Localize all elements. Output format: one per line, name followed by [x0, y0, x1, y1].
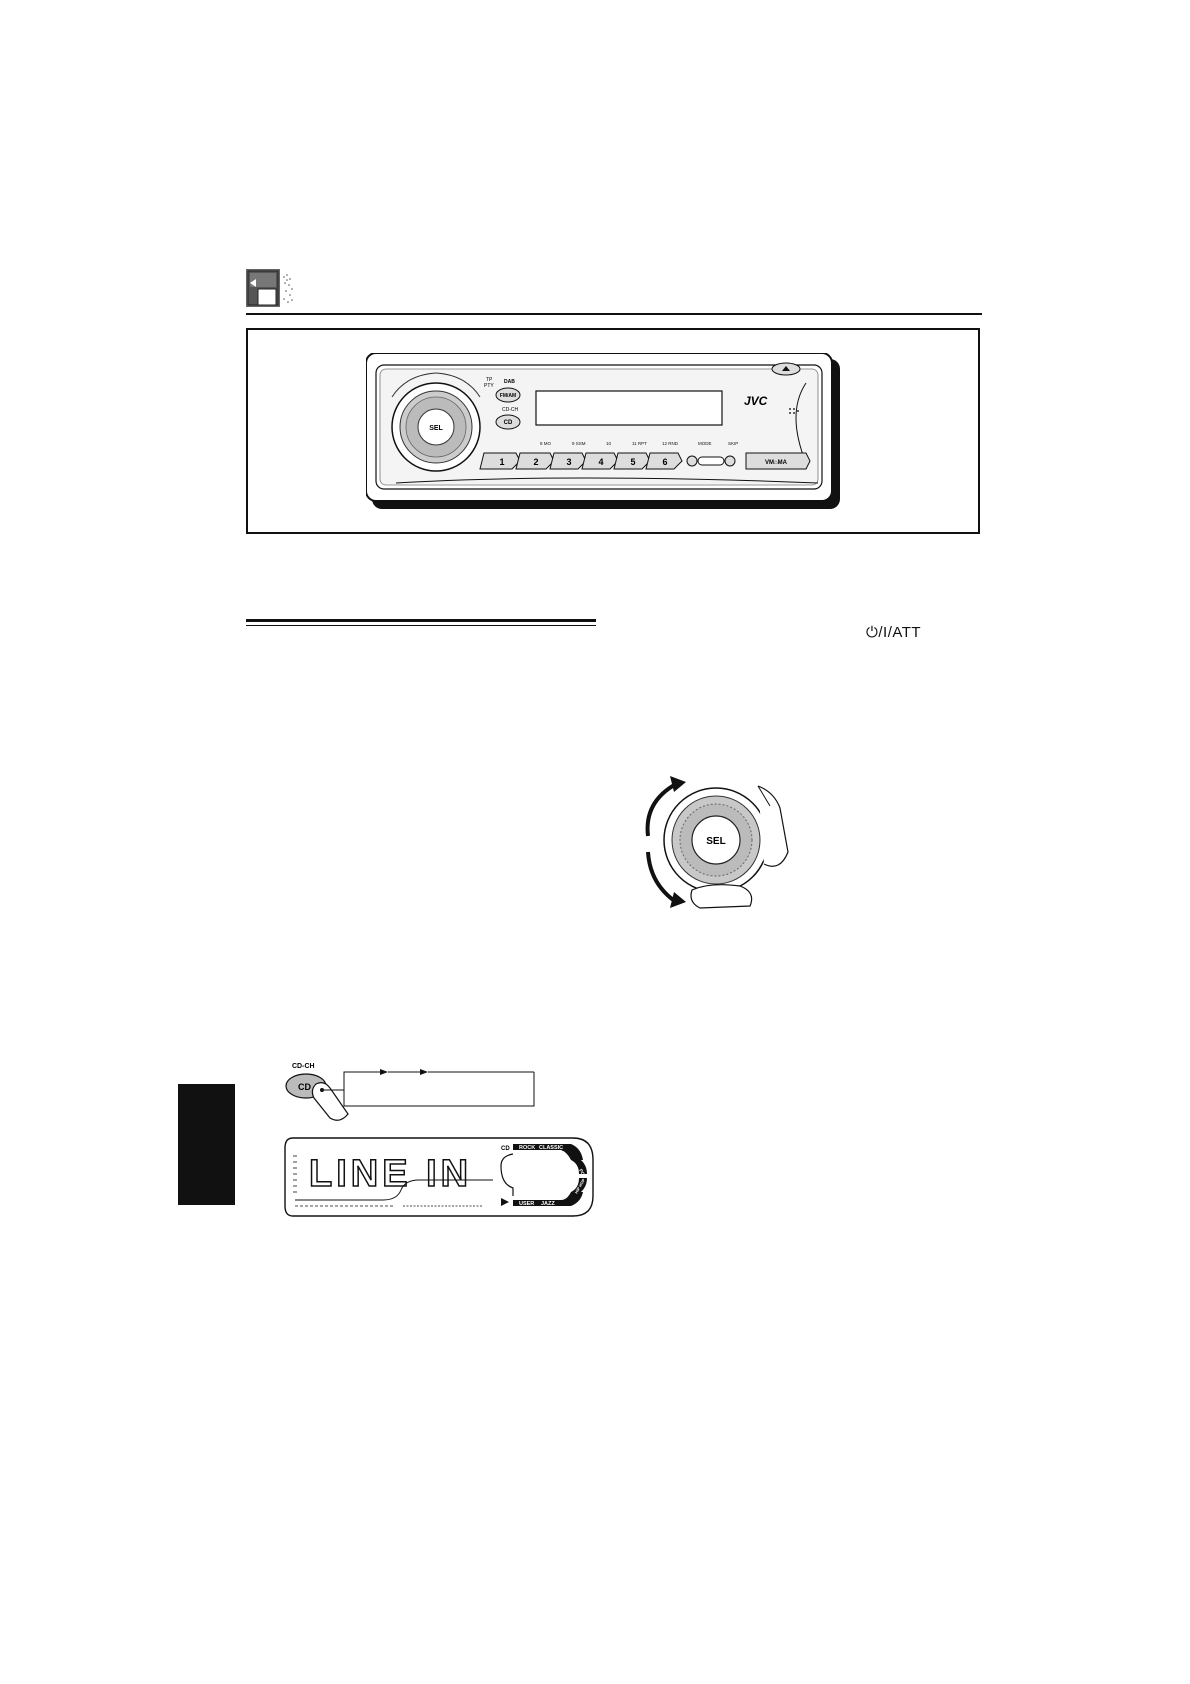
- control-dial-illustration: SEL: [645, 776, 789, 909]
- preset-3[interactable]: 3: [566, 457, 571, 467]
- cd-diagram-button-label: CD: [298, 1082, 311, 1092]
- preset-4[interactable]: 4: [598, 457, 603, 467]
- fm-am-button[interactable]: FM/AM: [500, 393, 516, 399]
- section-rule: [246, 619, 596, 622]
- caption-12: 12 RND: [662, 441, 679, 446]
- preset-6[interactable]: 6: [662, 457, 667, 467]
- label-cd-ch: CD-CH: [502, 407, 518, 413]
- cd-button-diagram: CD-CH CD: [285, 1063, 535, 1121]
- lcd-mode-classic: CLASSIC: [539, 1145, 563, 1151]
- label-dab: DAB: [504, 379, 515, 385]
- lcd-mode-pops: POPS: [578, 1168, 589, 1181]
- cd-button[interactable]: CD: [504, 420, 513, 426]
- lcd-cd-indicator: CD: [501, 1146, 510, 1152]
- brand-logo: JVC: [744, 394, 768, 408]
- label-pty: PTY: [484, 383, 494, 389]
- dial-sel-label: SEL: [706, 836, 725, 847]
- caption-11: 11 RPT: [632, 441, 647, 446]
- power-att-label: ⏻/I/ATT: [866, 624, 922, 641]
- lcd-mode-rock: ROCK: [519, 1145, 535, 1151]
- faceplate-illustration: SEL TP PTY DAB FM/AM CD-CH CD JVC 8 MO 9…: [366, 353, 840, 509]
- caption-10: 10: [606, 441, 612, 446]
- lcd-main-text: LINE IN: [309, 1153, 472, 1195]
- power-icon: ⏻: [866, 624, 879, 641]
- sound-button[interactable]: VM⌂MA: [765, 460, 788, 466]
- preset-5[interactable]: 5: [630, 457, 635, 467]
- caption-8: 8 MO: [540, 441, 552, 446]
- language-tab: [178, 1084, 235, 1205]
- section-icon: [246, 269, 293, 307]
- faceplate-frame: [246, 328, 980, 534]
- lcd-display-illustration: LINE IN CD ROCK CLASSIC POPS USER JAZZ H…: [284, 1137, 594, 1217]
- preset-1[interactable]: 1: [499, 457, 504, 467]
- preset-2[interactable]: 2: [533, 457, 538, 467]
- caption-skip: SKIP: [728, 441, 738, 446]
- label-tp: TP: [486, 377, 493, 383]
- lcd-mode-user: USER: [519, 1201, 534, 1207]
- cd-ch-caption: CD-CH: [292, 1063, 315, 1070]
- knob-sel-label: SEL: [429, 425, 443, 432]
- section-rule-thin: [246, 625, 596, 626]
- header-rule: [246, 313, 982, 315]
- lcd-mode-jazz: JAZZ: [541, 1201, 555, 1207]
- caption-mode: MODE: [698, 441, 712, 446]
- caption-9: 9 SSM: [572, 441, 586, 446]
